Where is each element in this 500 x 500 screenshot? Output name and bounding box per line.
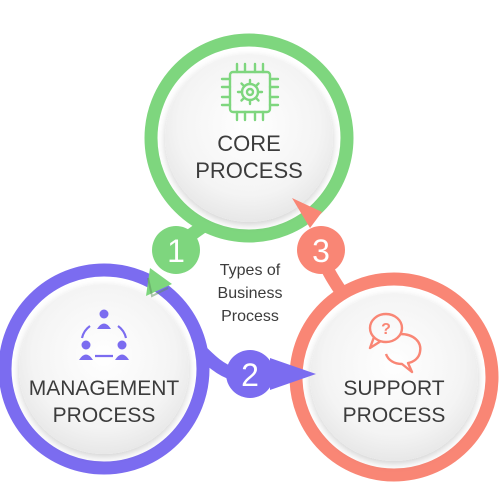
team-network-icon [79,309,129,360]
step-3-number: 3 [312,233,330,269]
question-chat-icon: ? [368,312,422,374]
management-disc [19,284,189,454]
management-ring [0,263,210,475]
core-label-line-2: PROCESS [195,158,303,183]
step-2-connector [226,350,316,398]
step-3-connector [292,198,345,274]
center-line-3: Process [221,308,279,325]
step-1-number: 1 [167,233,185,269]
center-line-2: Business [218,285,283,302]
support-label-line-1: SUPPORT [343,377,444,400]
management-label-line-2: PROCESS [53,404,156,427]
chip-gear-icon [220,62,280,122]
svg-text:?: ? [381,321,391,338]
management-label-line-1: MANAGEMENT [29,377,180,400]
core-disc [165,54,333,222]
core-label-line-1: CORE [217,131,281,156]
core-ring [144,33,354,243]
step-1-connector [146,226,200,298]
support-disc [310,293,478,461]
support-label-line-2: PROCESS [343,404,446,427]
center-line-1: Types of [220,262,281,279]
step-2-number: 2 [241,357,259,393]
